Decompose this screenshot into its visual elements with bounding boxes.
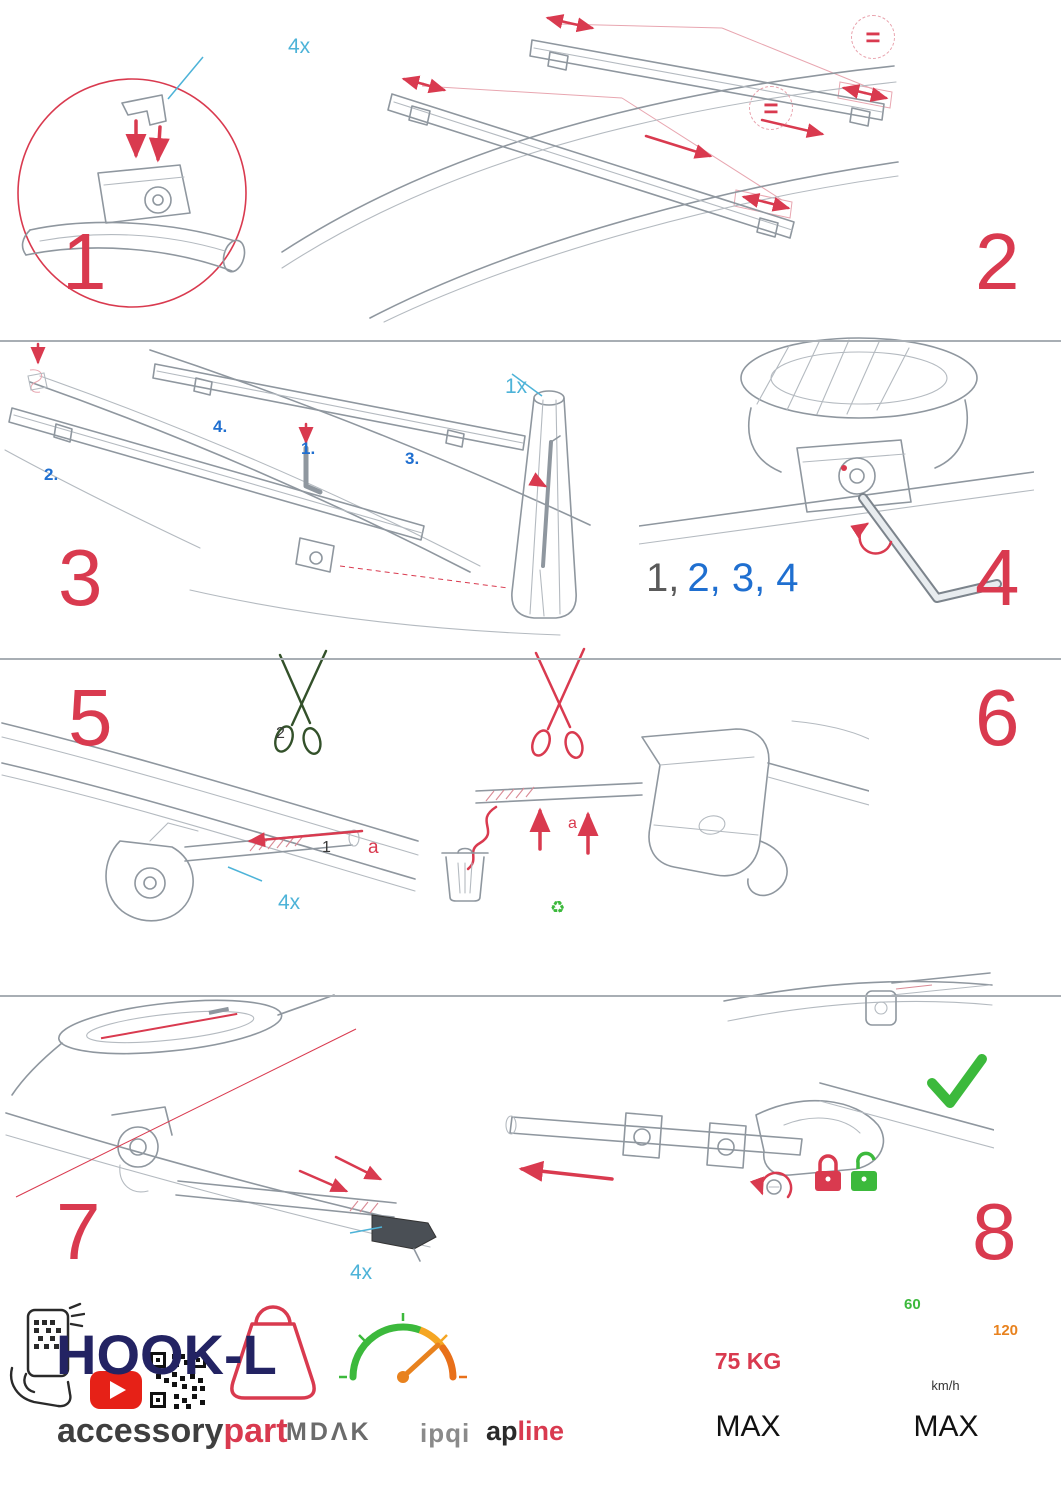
apline-line: line [517, 1416, 565, 1446]
step-3-order-label-3: 3. [405, 449, 420, 468]
scissors-icon [531, 647, 586, 759]
brand-part: part [223, 1412, 288, 1450]
step-1-qty-label: 4x [288, 35, 311, 58]
section-divider [0, 995, 1061, 997]
logo-mdak: MDΛK [286, 1418, 372, 1446]
step-7-qty-label: 4x [350, 1261, 373, 1284]
logo-apline: apline [486, 1416, 564, 1447]
allen-key-icon [860, 495, 1001, 601]
step-8-number: 8 [972, 1187, 1016, 1276]
speed-unit-label: km/h [931, 1378, 960, 1393]
max-weight-label: MAX [715, 1410, 781, 1443]
sequence-first: 1, [646, 556, 680, 600]
crossbar [529, 39, 886, 121]
equal-sign: = [865, 21, 881, 52]
step-4-drawing [638, 337, 1036, 603]
screw-target-dot [841, 465, 848, 471]
sequence-rest: 2, 3, 4 [687, 556, 799, 600]
step-3-order-label-4: 4. [213, 417, 228, 436]
max-speed-label: MAX [913, 1410, 979, 1443]
speed-low-label: 60 [904, 1296, 921, 1313]
max-weight-icon [230, 1305, 317, 1400]
qty-leader-line [167, 56, 204, 100]
equal-sign: = [763, 92, 779, 123]
step-7-number: 7 [56, 1187, 100, 1276]
trash-bin-icon [441, 847, 490, 902]
storage-boot [511, 397, 577, 619]
equal-spacing-badge: = [749, 86, 793, 130]
speed-high-label: 120 [993, 1322, 1019, 1339]
step-1-drawing [17, 56, 247, 308]
apline-ap: ap [486, 1416, 518, 1446]
end-cap [371, 1214, 437, 1250]
step-4-number: 4 [975, 533, 1019, 622]
turn-arrow [750, 1171, 793, 1199]
step-2-number: 2 [975, 217, 1019, 306]
allen-key-icon [303, 445, 323, 495]
step-3-qty-label: 1x [505, 375, 528, 398]
step-5-qty-label: 4x [278, 891, 301, 914]
measure-arrow [247, 829, 364, 848]
step-7-drawing [5, 994, 437, 1262]
step-5-number: 5 [68, 673, 112, 762]
step-5-label-1: 1 [322, 839, 331, 856]
recycle-icon: ♻ [550, 898, 566, 917]
step-5-drawing [1, 649, 419, 922]
equal-spacing-badge: = [851, 15, 895, 59]
qr-code-icon [149, 1352, 206, 1409]
brand-accessory: accessory [57, 1412, 224, 1450]
phone-qr-icon [9, 1302, 86, 1408]
step-8-drawing [505, 972, 996, 1199]
step-4-tighten-sequence: 1,2, 3, 4 [646, 556, 799, 601]
youtube-icon [90, 1371, 143, 1409]
step-3-order-label-2: 2. [44, 465, 59, 484]
padlock-unlocked-icon [851, 1151, 878, 1191]
insert-arrow [148, 125, 170, 163]
speedometer-icon [338, 1313, 467, 1383]
section-divider [0, 340, 1061, 342]
crossbar [387, 93, 796, 239]
scissors-icon [274, 649, 328, 755]
step-1-number: 1 [62, 217, 106, 306]
step-5-label-a: a [368, 837, 379, 858]
step-3-order-label-1: 1. [301, 439, 316, 458]
allen-key-in-boot [541, 440, 553, 568]
step-3-drawing [4, 342, 591, 636]
checkmark-icon [927, 1054, 988, 1108]
step-3-number: 3 [58, 533, 102, 622]
step-6-number: 6 [975, 673, 1019, 762]
step-6-label-a: a [568, 815, 577, 832]
brand-logo: accessorypart [57, 1412, 288, 1451]
max-weight-value: 75 KG [714, 1348, 782, 1374]
step-2-drawing [281, 14, 900, 323]
slide-arrow [518, 1160, 615, 1182]
detail-circle [17, 78, 247, 308]
clip-part [121, 94, 167, 126]
step-5-label-2: 2 [276, 725, 285, 742]
logo-ipqi: ipqi [420, 1418, 471, 1448]
hook-bracket [641, 728, 771, 877]
turn-arrow [850, 522, 893, 555]
padlock-locked-icon [815, 1154, 842, 1191]
product-name: HOOK-L [56, 1323, 277, 1386]
speedometer-needle [400, 1342, 441, 1380]
step-6-drawing [441, 647, 871, 902]
section-divider [0, 658, 1061, 660]
